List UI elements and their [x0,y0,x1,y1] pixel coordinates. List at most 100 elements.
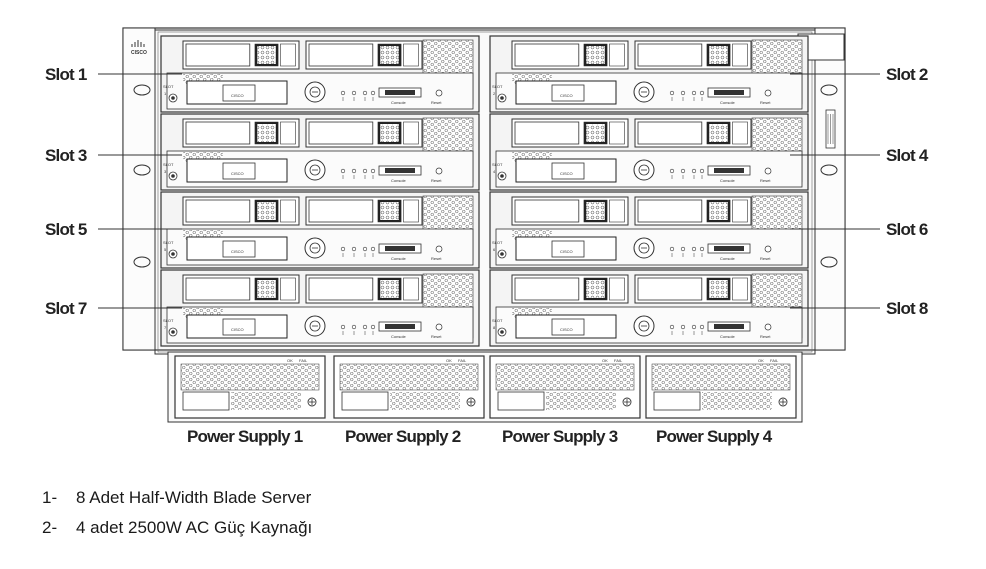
psu-fail-text: FAIL [299,358,308,363]
reset-button-icon [435,167,443,175]
power-supply-label-4: Power Supply 4 [656,427,773,446]
drive-label-panel [308,277,374,301]
reset-button-icon [764,167,772,175]
psu-vent-lower [702,392,772,410]
drive-handle [403,277,419,301]
power-button-core [500,96,504,100]
reset-button-icon [435,245,443,253]
drive-label-panel [308,43,374,67]
status-led-icon [362,246,368,252]
status-led-icon [699,168,705,174]
note-item: 1- 8 Adet Half-Width Blade Server [42,486,312,516]
cisco-badge [222,84,256,102]
slot-prefix-text: SLOT [163,162,174,167]
slot-number-text: 3 [164,169,167,174]
status-led-icon [691,324,697,330]
cisco-badge-text: CISCO [560,93,573,98]
power-button-core [171,330,175,334]
power-button-core [500,330,504,334]
drive-handle [403,121,419,145]
status-led-icon [680,168,686,174]
drive-handle [280,277,296,301]
mount-hole-icon [820,256,838,268]
console-text: Console [720,178,735,183]
slot-label-7: Slot 7 [45,299,87,318]
drive-label-panel [637,121,703,145]
status-led-icon [351,324,357,330]
cisco-badge-text: CISCO [231,249,244,254]
status-led-icon [669,90,675,96]
status-led-icon [370,168,376,174]
console-port-pins [385,246,415,251]
drive-vent [380,280,399,298]
drive-vent [380,202,399,220]
console-text: Console [720,100,735,105]
cisco-badge [551,240,585,258]
drive-vent [709,202,728,220]
drive-label-panel [514,277,580,301]
console-port-pins [714,90,744,95]
cisco-badge-text: CISCO [560,327,573,332]
note-number: 2- [42,518,58,537]
status-led-icon [699,90,705,96]
power-button-core [171,252,175,256]
drive-vent [709,46,728,64]
drive-label-panel [514,43,580,67]
drive-handle [403,43,419,67]
console-port-pins [385,90,415,95]
slot-prefix-text: SLOT [492,318,503,323]
status-led-icon [699,324,705,330]
cisco-badge [222,162,256,180]
cisco-badge [222,240,256,258]
status-led-icon [669,168,675,174]
drive-vent [380,46,399,64]
status-led-icon [351,168,357,174]
slot-label-3: Slot 3 [45,146,87,165]
drive-handle [732,277,748,301]
cisco-badge-text: CISCO [560,249,573,254]
note-text: 8 Adet Half-Width Blade Server [76,488,312,507]
console-text: Console [391,178,406,183]
slot-number-text: 7 [164,325,167,330]
mount-hole-icon [133,164,151,176]
brand-logo-text: CISCO [131,50,147,56]
right-mount-ear [814,27,846,351]
console-port-pins [385,324,415,329]
left-mount-ear [122,27,156,351]
psu-ok-text: OK [287,358,293,363]
blade-vent-left [512,74,552,84]
reset-text: Reset [760,334,771,339]
slot-label-4: Slot 4 [886,146,929,165]
status-led-icon [680,90,686,96]
drive-handle [732,121,748,145]
cisco-badge-text: CISCO [231,327,244,332]
blade-vent-left [183,152,223,162]
drive-label-panel [185,199,251,223]
power-button-core [171,96,175,100]
console-text: Console [391,100,406,105]
reset-text: Reset [760,178,771,183]
status-led-icon [691,246,697,252]
slot-number-text: 2 [493,91,496,96]
slot-prefix-text: SLOT [492,84,503,89]
slot-label-5: Slot 5 [45,220,87,239]
reset-text: Reset [431,334,442,339]
drive-handle [732,199,748,223]
status-led-icon [340,324,346,330]
status-led-icon [669,246,675,252]
console-text: Console [720,256,735,261]
status-led-icon [340,246,346,252]
psu-vent-lower [546,392,616,410]
note-number: 1- [42,488,58,507]
mount-hole-icon [820,84,838,96]
drive-handle [609,277,625,301]
note-text: 4 adet 2500W AC Güç Kaynağı [76,518,313,537]
cisco-badge-text: CISCO [231,93,244,98]
